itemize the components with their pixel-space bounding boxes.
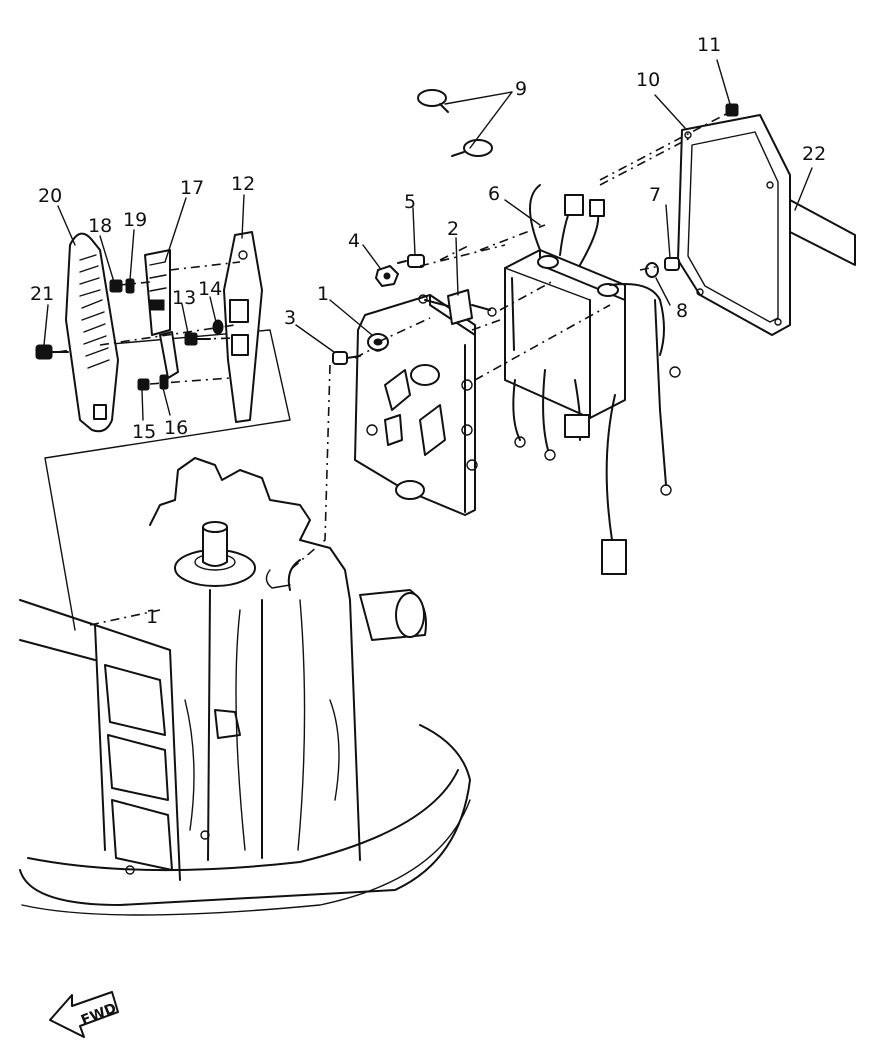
part-9-clamp-b [451,139,493,157]
callout-16: 16 [164,417,188,439]
part-11-screw [725,103,739,117]
engine-block [19,457,471,916]
part-2-relay [418,289,497,325]
callout-20: 20 [38,185,62,207]
part-22-tape [789,199,856,266]
part-5-screw [397,254,425,268]
part-21-screw [35,344,69,360]
callout-15: 15 [132,421,156,443]
part-16-washer [159,374,169,390]
callout-labels: 1 2 3 4 5 6 7 8 9 10 11 12 13 14 15 16 1… [30,34,826,443]
part-6-cdi-unit [504,249,626,419]
part-6-wiring-harness [504,184,681,575]
callout-4: 4 [348,230,360,252]
callout-3: 3 [284,307,296,329]
callout-19: 19 [123,209,147,231]
callout-12: 12 [231,173,255,195]
engine-reference-line [89,609,161,626]
callout-11: 11 [697,34,721,56]
part-17-bracket [144,249,179,379]
part-9-clamp-a [417,89,449,113]
callout-14: 14 [198,278,222,300]
bracket-guide-lines [57,261,241,385]
mount-line-1 [289,364,331,571]
forward-arrow-icon: FWD [49,991,119,1038]
callout-5: 5 [404,191,416,213]
engine-marker-label: 1 [146,606,158,628]
callout-13: 13 [172,287,196,309]
part-8-washer [645,262,659,278]
callout-8: 8 [676,300,688,322]
part-15-screw [137,378,150,391]
part-18-screw [109,279,123,293]
callout-17: 17 [180,177,204,199]
leader-lines [43,59,813,421]
callout-6: 6 [488,183,500,205]
callout-9: 9 [515,78,527,100]
part-1-mount-plate [354,294,478,516]
part-12-plate [223,231,263,423]
part-20-cover [65,232,119,433]
part-10-gasket [677,114,791,336]
callout-10: 10 [636,69,660,91]
part-4-nut [375,265,399,287]
callout-1: 1 [317,283,329,305]
callout-21: 21 [30,283,54,305]
part-19-washer [125,278,135,294]
callout-7: 7 [649,184,661,206]
part-7-screw [664,257,680,271]
assembly-guide-lines [354,111,731,381]
callout-2: 2 [447,218,459,240]
callout-18: 18 [88,215,112,237]
callout-22: 22 [802,143,826,165]
